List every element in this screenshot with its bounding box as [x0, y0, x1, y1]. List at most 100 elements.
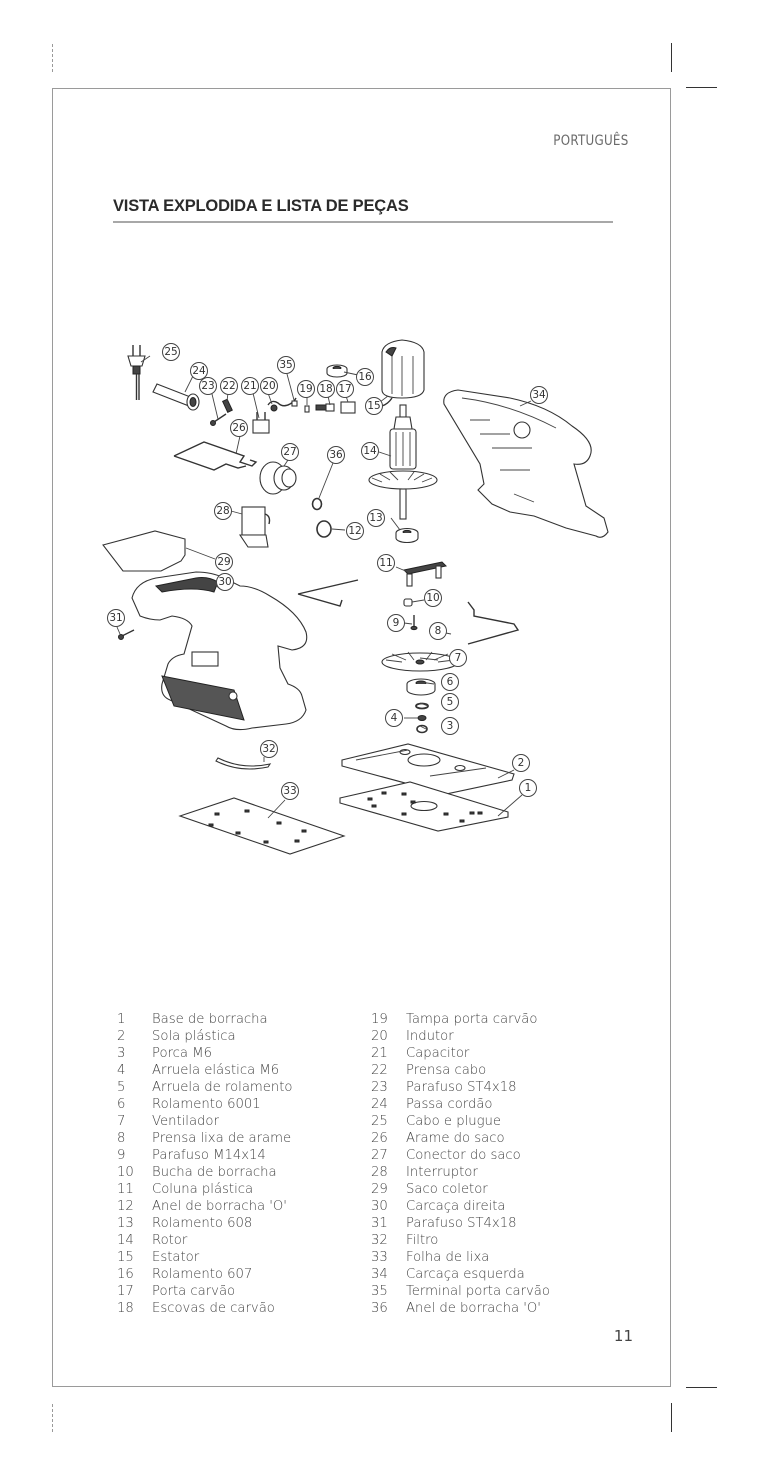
part-screw-23 — [210, 413, 227, 426]
part-brush-holder — [340, 401, 356, 414]
callout-16: 16 — [356, 368, 374, 386]
exploded-view-diagram: 25 24 23 22 21 20 35 19 18 17 16 15 14 1… — [102, 339, 609, 855]
svg-text:5: 5 — [447, 696, 454, 708]
part-rotor — [368, 404, 438, 520]
part-name: Prensa cabo — [406, 1063, 487, 1078]
callout-30: 30 — [216, 573, 234, 591]
part-carbon-brushes — [315, 403, 335, 412]
callout-21: 21 — [241, 377, 259, 395]
callout-36: 36 — [327, 446, 345, 464]
callout-28: 28 — [214, 502, 232, 520]
part-name: Porta carvão — [152, 1284, 236, 1299]
part-name: Escovas de carvão — [152, 1301, 275, 1316]
part-number: 13 — [117, 1216, 134, 1231]
part-number: 15 — [117, 1250, 134, 1265]
part-number: 4 — [117, 1063, 126, 1078]
part-wire-clamp-right — [467, 601, 520, 645]
part-name: Arame do saco — [406, 1131, 505, 1146]
svg-text:4: 4 — [391, 712, 398, 724]
svg-text:2: 2 — [518, 757, 525, 769]
part-name: Arruela de rolamento — [152, 1080, 293, 1095]
callout-22: 22 — [220, 377, 238, 395]
part-name: Carcaça direita — [406, 1199, 506, 1214]
callout-19: 19 — [297, 380, 315, 398]
svg-text:24: 24 — [192, 365, 206, 377]
page-number: 11 — [613, 1327, 633, 1345]
crop-mark-right-top — [686, 87, 717, 88]
svg-text:28: 28 — [216, 505, 229, 517]
svg-text:12: 12 — [348, 525, 361, 537]
part-plastic-column — [402, 561, 448, 587]
part-wire-clamp-left — [297, 579, 359, 607]
parts-list-row: 21 Capacitor — [371, 1045, 550, 1062]
part-o-ring-36 — [311, 497, 323, 511]
part-number: 12 — [117, 1199, 134, 1214]
part-number: 22 — [371, 1063, 388, 1078]
svg-text:33: 33 — [283, 785, 296, 797]
leader-lines — [116, 355, 532, 819]
part-number: 27 — [371, 1148, 388, 1163]
part-o-ring-12 — [316, 520, 332, 538]
part-number: 11 — [117, 1182, 134, 1197]
part-number: 17 — [117, 1284, 134, 1299]
callout-24: 24 — [190, 362, 208, 380]
part-number: 21 — [371, 1046, 388, 1061]
svg-text:13: 13 — [369, 512, 382, 524]
part-name: Parafuso M14x14 — [152, 1148, 266, 1163]
part-name: Terminal porta carvão — [406, 1284, 550, 1299]
part-number: 23 — [371, 1080, 388, 1095]
crop-mark-top-left — [52, 44, 53, 72]
svg-text:32: 32 — [262, 743, 275, 755]
svg-text:20: 20 — [262, 380, 275, 392]
part-bag-connector — [259, 461, 297, 495]
svg-text:3: 3 — [447, 720, 454, 732]
part-number: 31 — [371, 1216, 388, 1231]
part-brush-terminal — [291, 400, 298, 407]
crop-mark-right-bottom — [686, 1387, 717, 1388]
part-cable-and-plug — [127, 345, 146, 400]
part-name: Capacitor — [406, 1046, 470, 1061]
part-name: Bucha de borracha — [152, 1165, 277, 1180]
callout-5: 5 — [441, 693, 459, 711]
page-frame — [52, 88, 671, 1387]
language-label: PORTUGUÊS — [552, 133, 628, 149]
crop-mark-top-right — [671, 43, 672, 72]
callout-33: 33 — [281, 782, 299, 800]
svg-text:15: 15 — [367, 400, 380, 412]
callout-15: 15 — [365, 397, 383, 415]
part-screw-31 — [118, 629, 135, 640]
svg-text:19: 19 — [299, 383, 312, 395]
part-number: 3 — [117, 1046, 126, 1061]
part-number: 34 — [371, 1267, 388, 1282]
svg-text:10: 10 — [426, 592, 439, 604]
callout-31: 31 — [107, 609, 125, 627]
callout-7: 7 — [449, 649, 467, 667]
section-title: VISTA EXPLODIDA E LISTA DE PEÇAS — [113, 197, 409, 215]
part-name: Base de borracha — [152, 1012, 268, 1027]
svg-text:22: 22 — [222, 380, 235, 392]
part-number: 29 — [371, 1182, 388, 1197]
part-name: Estator — [152, 1250, 200, 1265]
part-number: 25 — [371, 1114, 388, 1129]
svg-text:25: 25 — [164, 346, 177, 358]
title-underline — [113, 221, 613, 223]
crop-mark-bottom-left — [52, 1404, 53, 1432]
part-name: Sola plástica — [152, 1029, 236, 1044]
part-number: 18 — [117, 1301, 134, 1316]
part-bearing-608 — [395, 527, 419, 544]
callout-14: 14 — [361, 442, 379, 460]
